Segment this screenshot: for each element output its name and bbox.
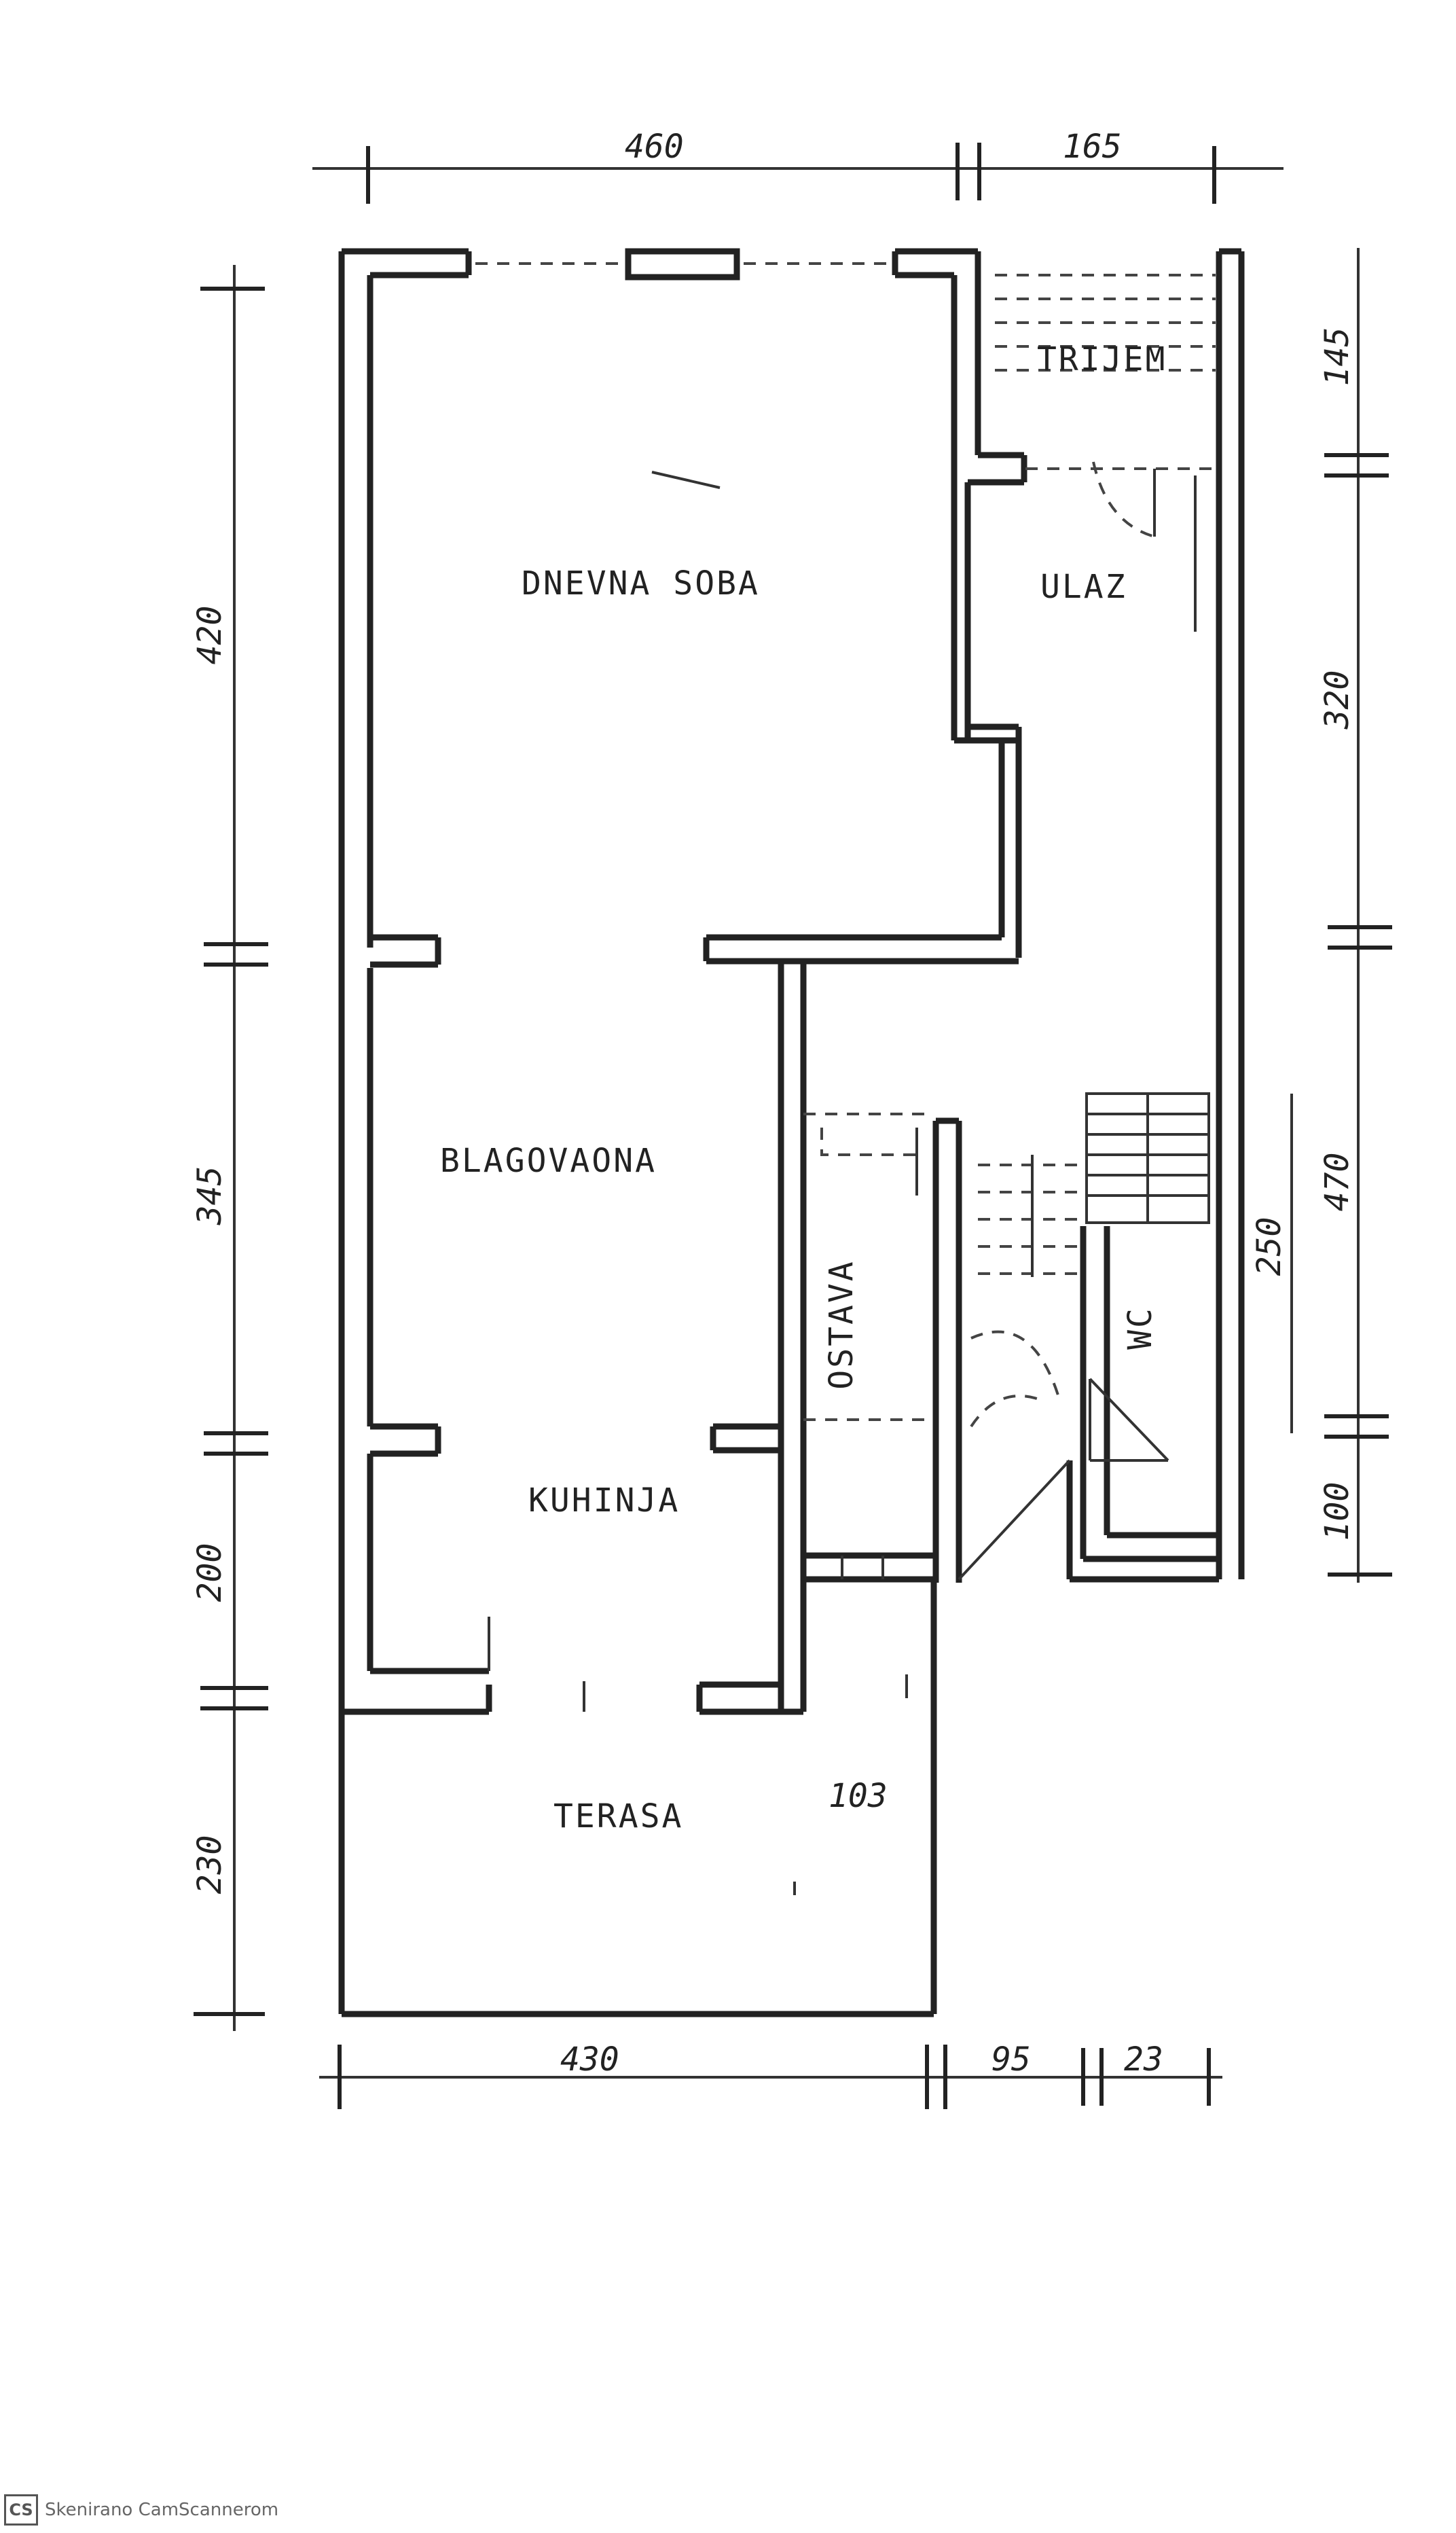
dim-top-left: 460 xyxy=(625,128,684,166)
dim-stair: 250 xyxy=(1250,1217,1288,1276)
dim-left-1: 420 xyxy=(191,606,229,665)
details xyxy=(583,274,1216,1895)
dim-bottom-2: 95 xyxy=(991,2041,1031,2079)
camscanner-watermark: CS Skenirano CamScannerom xyxy=(4,2494,278,2526)
dim-bottom-1: 430 xyxy=(560,2041,619,2079)
dim-left-4: 230 xyxy=(191,1835,229,1894)
dim-right-1: 145 xyxy=(1318,327,1356,387)
bottom-dimension-line xyxy=(319,2045,1222,2109)
dim-terasa-side: 103 xyxy=(829,1777,888,1815)
room-ulaz: ULAZ xyxy=(1040,568,1127,606)
dim-right-4: 100 xyxy=(1318,1482,1356,1541)
right-dimension-line xyxy=(1324,248,1392,1583)
dim-bottom-3: 23 xyxy=(1124,2041,1163,2079)
room-blagovaona: BLAGOVAONA xyxy=(440,1142,657,1180)
dim-right-3: 470 xyxy=(1318,1153,1356,1212)
top-dimension-line xyxy=(312,143,1284,204)
left-dimension-line xyxy=(194,265,268,2031)
room-dnevna-soba: DNEVNA SOBA xyxy=(522,564,760,603)
camscanner-logo: CS xyxy=(4,2494,38,2526)
dim-left-2: 345 xyxy=(191,1166,229,1226)
walls xyxy=(338,248,1245,2017)
room-ostava: OSTAVA xyxy=(822,1259,860,1389)
dim-left-3: 200 xyxy=(191,1543,229,1602)
room-terasa: TERASA xyxy=(553,1797,683,1835)
dim-top-right: 165 xyxy=(1063,128,1122,166)
camscanner-text: Skenirano CamScannerom xyxy=(45,2500,279,2520)
room-wc: WC xyxy=(1121,1306,1159,1350)
room-trijem: TRIJEM xyxy=(1037,340,1167,378)
room-kuhinja: KUHINJA xyxy=(528,1481,680,1520)
dim-right-2: 320 xyxy=(1318,670,1356,730)
